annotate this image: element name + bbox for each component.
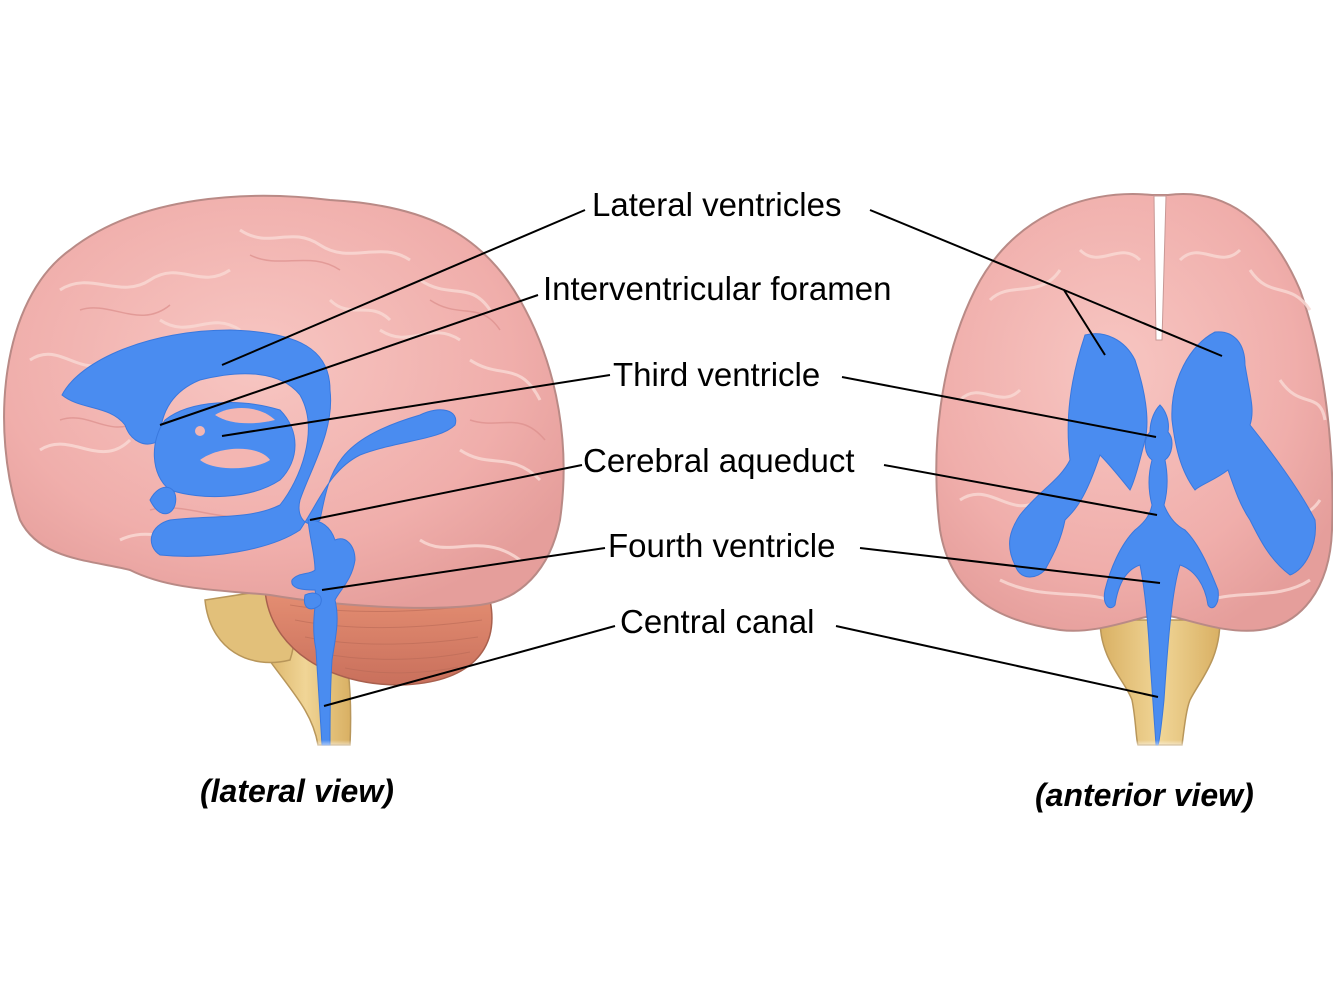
lateral-ventricle-openings <box>195 408 275 469</box>
leader-third-ventricle-left <box>221 374 611 437</box>
caption-lateral-view: (lateral view) <box>200 773 394 809</box>
lateral-gyri <box>29 228 542 562</box>
leader-fourth-ventricle-right <box>859 547 1161 584</box>
label-lateral-ventricles: Lateral ventricles <box>592 186 841 223</box>
leader-third-ventricle-right <box>841 376 1157 438</box>
lateral-view-brain <box>3 194 565 750</box>
structure-labels: Lateral ventricles Interventricular fora… <box>543 186 891 640</box>
leader-lateral-ventricles-left <box>221 209 586 366</box>
anterior-view-brain <box>935 193 1333 750</box>
caption-anterior-view: (anterior view) <box>1035 777 1254 813</box>
leader-lines <box>159 209 1223 707</box>
lateral-ventricle-system <box>61 329 457 746</box>
lateral-cerebrum <box>3 194 565 609</box>
label-interventricular-foramen: Interventricular foramen <box>543 270 891 307</box>
leader-cerebral-aqueduct-left <box>309 464 583 521</box>
leader-cerebral-aqueduct-right <box>883 464 1158 516</box>
leader-central-canal-left <box>323 625 616 707</box>
label-fourth-ventricle: Fourth ventricle <box>608 527 835 564</box>
leader-interventricular-foramen <box>159 294 539 426</box>
leader-fourth-ventricle-left <box>321 547 606 591</box>
leader-central-canal-right <box>835 625 1159 698</box>
label-cerebral-aqueduct: Cerebral aqueduct <box>583 442 855 479</box>
label-central-canal: Central canal <box>620 603 814 640</box>
longitudinal-fissure <box>1153 195 1167 341</box>
label-third-ventricle: Third ventricle <box>613 356 820 393</box>
anterior-ventricle-system <box>1009 331 1316 746</box>
leader-lateral-ventricles-right-2 <box>1063 289 1223 357</box>
